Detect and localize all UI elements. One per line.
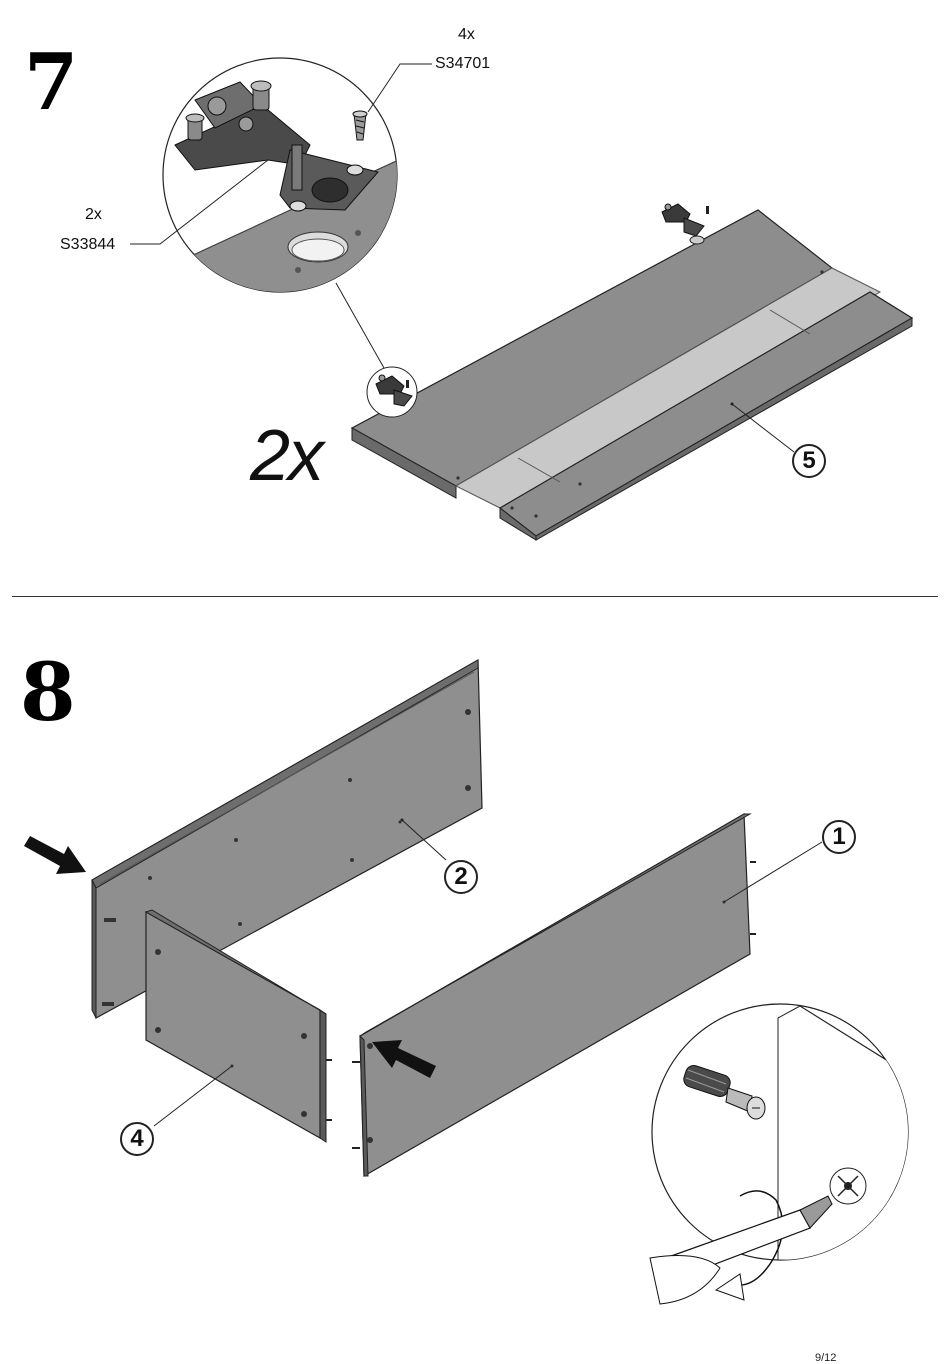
- step-8-number: 8: [20, 652, 76, 732]
- screwdriver-detail-magnifier: [650, 1004, 912, 1304]
- panel-4: [146, 910, 332, 1142]
- arrow-icon: [24, 836, 86, 874]
- step-divider: [12, 596, 938, 597]
- part-label-1: 1: [822, 820, 856, 854]
- part-label-2: 2: [444, 860, 478, 894]
- hinge-small-icon: [367, 367, 417, 417]
- hinge-small-icon: [662, 204, 709, 244]
- part-label-4: 4: [120, 1122, 154, 1156]
- phillips-bit-icon: [830, 1168, 866, 1204]
- part-label-5: 5: [792, 444, 826, 478]
- panel-5: [352, 210, 912, 540]
- page-number: 9/12: [815, 1352, 836, 1364]
